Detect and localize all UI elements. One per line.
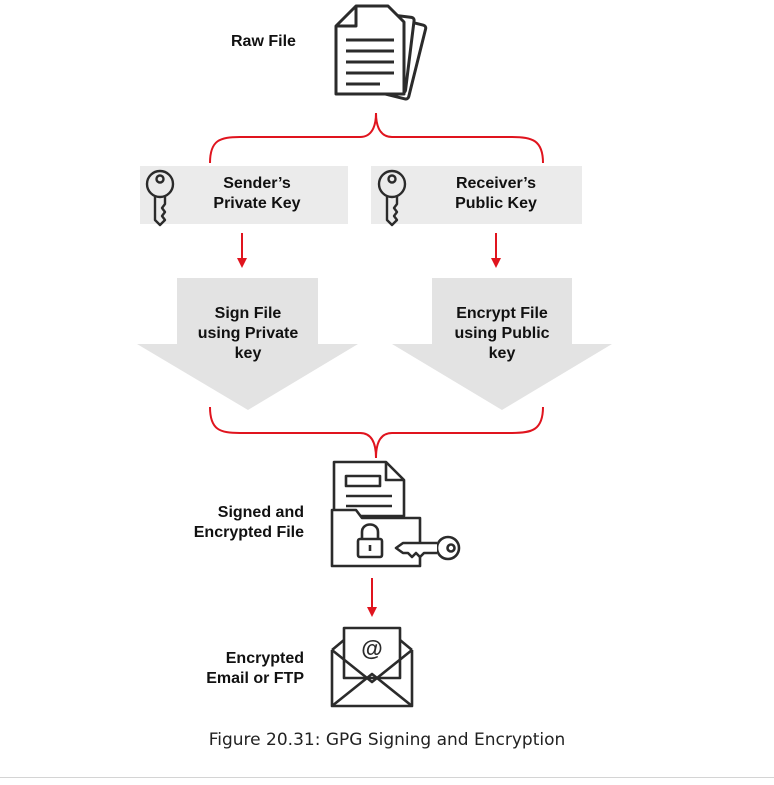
encrypt-line1: Encrypt File: [456, 305, 548, 322]
receiver-public-key-label: Receiver’s Public Key: [416, 174, 576, 214]
at-symbol: @: [361, 636, 382, 661]
sender-key-box: [140, 166, 348, 224]
top-brace: [209, 112, 544, 164]
sender-key-line1: Sender’s: [223, 175, 291, 192]
email-at-icon: [330, 626, 414, 708]
encrypted-email-ftp-label: Encrypted Email or FTP: [170, 649, 304, 689]
key-icon: [145, 169, 175, 227]
encrypt-block-arrow: [392, 278, 612, 410]
signed-encrypted-file-label: Signed and Encrypted File: [150, 503, 304, 543]
sign-block-arrow: [137, 278, 358, 410]
encrypt-file-label: Encrypt File using Public key: [432, 304, 572, 364]
folder-lock-key-icon: [330, 460, 461, 568]
key-icon: [377, 169, 407, 227]
sign-line2: using Private: [197, 325, 299, 342]
sign-line3: key: [234, 345, 262, 362]
sender-key-line2: Private Key: [213, 195, 301, 212]
signed-line1: Signed and: [217, 504, 304, 521]
bottom-brace: [209, 406, 544, 459]
figure-caption: Figure 20.31: GPG Signing and Encryption: [208, 730, 566, 750]
encrypt-line3: key: [488, 345, 516, 362]
encrypt-line2: using Public: [454, 325, 550, 342]
sender-private-key-label: Sender’s Private Key: [182, 174, 332, 214]
email-line2: Email or FTP: [206, 670, 304, 687]
divider: [0, 777, 774, 778]
receiver-key-line1: Receiver’s: [455, 175, 537, 192]
receiver-key-line2: Public Key: [455, 195, 537, 212]
email-line1: Encrypted: [225, 650, 304, 667]
raw-file-label: Raw File: [231, 33, 296, 50]
sign-file-label: Sign File using Private key: [178, 304, 318, 364]
sign-line1: Sign File: [214, 305, 282, 322]
receiver-key-box: [371, 166, 582, 224]
signed-line2: Encrypted File: [193, 524, 304, 541]
document-stack-icon: [334, 4, 428, 101]
